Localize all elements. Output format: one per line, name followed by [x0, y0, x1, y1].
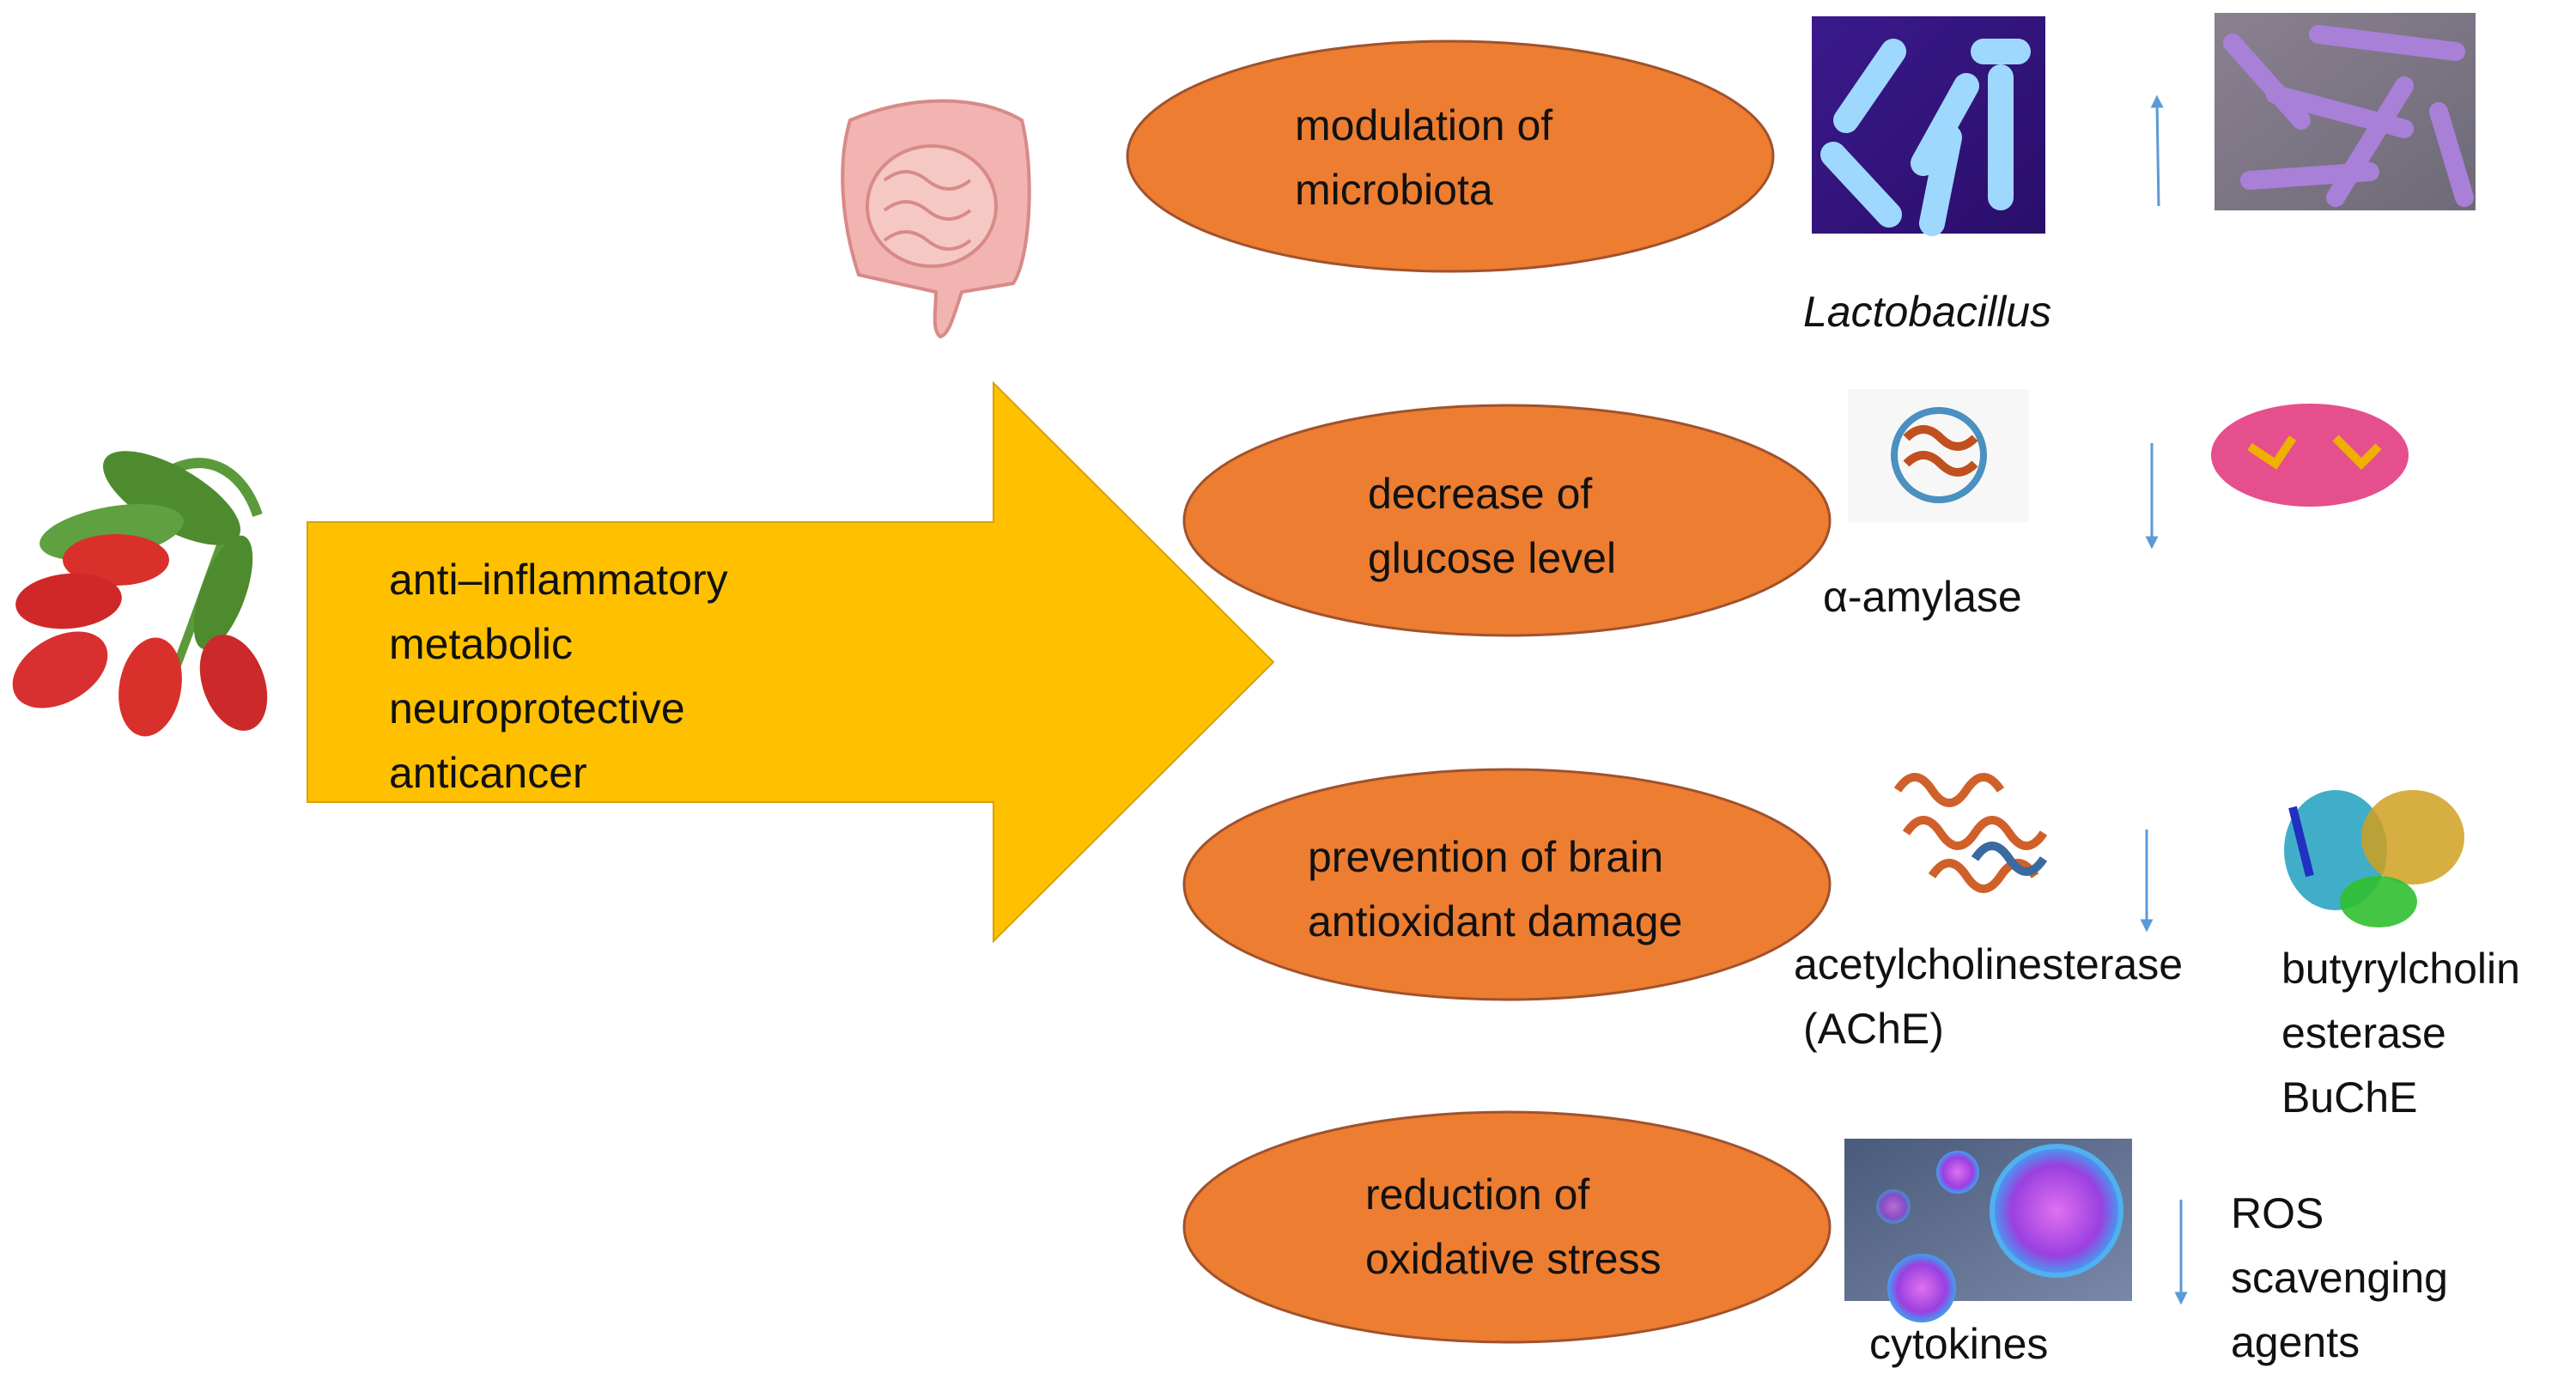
ache-label: acetylcholinesterase — [1794, 940, 2183, 988]
buche-label: butyrylcholin — [2281, 945, 2520, 993]
bacteria-image — [1812, 16, 2045, 236]
buche-label: BuChE — [2281, 1073, 2417, 1122]
buche-label: esterase — [2281, 1009, 2446, 1057]
arrow-up-icon — [2150, 94, 2164, 207]
effect-text: modulation of — [1295, 101, 1552, 149]
lactobacillus-label: Lactobacillus — [1803, 288, 2051, 336]
arrow-line: neuroprotective — [389, 684, 685, 733]
cell-image — [1844, 1139, 2132, 1322]
bacteria-image — [2215, 13, 2476, 210]
effect-modulation-microbiota: modulation of microbiota — [1126, 40, 1775, 273]
main-arrow — [307, 380, 1275, 944]
effect-text: prevention of brain — [1308, 833, 1663, 881]
effect-prevention-brain-damage: prevention of brain antioxidant damage — [1182, 768, 1832, 1001]
arrow-line: anticancer — [389, 749, 587, 797]
arrow-line: anti–inflammatory — [389, 556, 728, 604]
cytokines-label: cytokines — [1869, 1320, 2048, 1368]
effect-text: antioxidant damage — [1308, 897, 1682, 945]
ros-label: ROS — [2231, 1189, 2324, 1237]
effect-decrease-glucose: decrease of glucose level — [1182, 404, 1832, 637]
ros-label: agents — [2231, 1318, 2360, 1366]
goji-berries-icon — [12, 451, 268, 737]
effect-text: reduction of — [1365, 1170, 1589, 1219]
protein-structure-image — [1848, 389, 2029, 522]
ros-label: scavenging — [2231, 1254, 2448, 1302]
effect-text: decrease of — [1368, 470, 1592, 518]
effect-text: microbiota — [1295, 166, 1493, 214]
intestine-icon — [841, 99, 1031, 339]
arrow-line: metabolic — [389, 620, 573, 668]
protein-structure-image — [2211, 404, 2409, 507]
effect-reduction-oxidative-stress: reduction of oxidative stress — [1182, 1110, 1832, 1344]
protein-structure-image — [1893, 773, 2048, 893]
ache-label: (AChE) — [1803, 1005, 1944, 1053]
protein-structure-image — [2284, 790, 2464, 927]
effect-text: glucose level — [1368, 534, 1616, 582]
alpha-amylase-label: α-amylase — [1823, 573, 2022, 621]
effect-text: oxidative stress — [1365, 1235, 1662, 1283]
